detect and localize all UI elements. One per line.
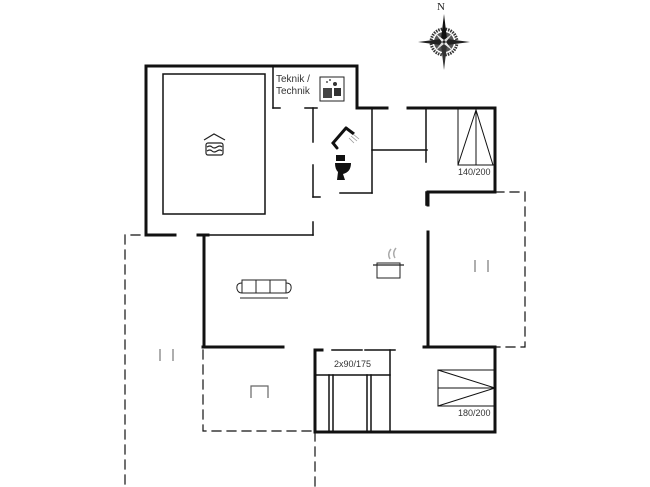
technical-label-line1: Teknik /: [276, 74, 310, 85]
terrace-chairs-icon: [474, 260, 489, 272]
technical-room-label: Teknik / Technik: [276, 74, 310, 98]
bed-size-label: 140/200: [458, 167, 491, 177]
technical-label-line2: Technik: [276, 86, 310, 97]
sofa-icon: [236, 279, 292, 299]
terrace-chairs-icon: [159, 349, 174, 361]
exterior-walls: [144, 64, 497, 434]
terrace-table-icon: [250, 385, 269, 398]
toilet-icon: [335, 155, 351, 180]
bed-size-label: 180/200: [458, 408, 491, 418]
cooking-pot-icon: [373, 247, 404, 279]
compass-rose-icon: [418, 14, 470, 70]
bed-180-200: [437, 369, 497, 407]
pool-icon: [203, 133, 226, 156]
north-label: N: [437, 1, 445, 13]
shower-icon: [331, 126, 360, 150]
interior-walls: [162, 65, 428, 433]
water-heater-icon: [319, 76, 345, 102]
bed-size-label: 2x90/175: [334, 359, 372, 369]
bed-140-200: [457, 108, 494, 166]
terraces: [124, 191, 526, 487]
